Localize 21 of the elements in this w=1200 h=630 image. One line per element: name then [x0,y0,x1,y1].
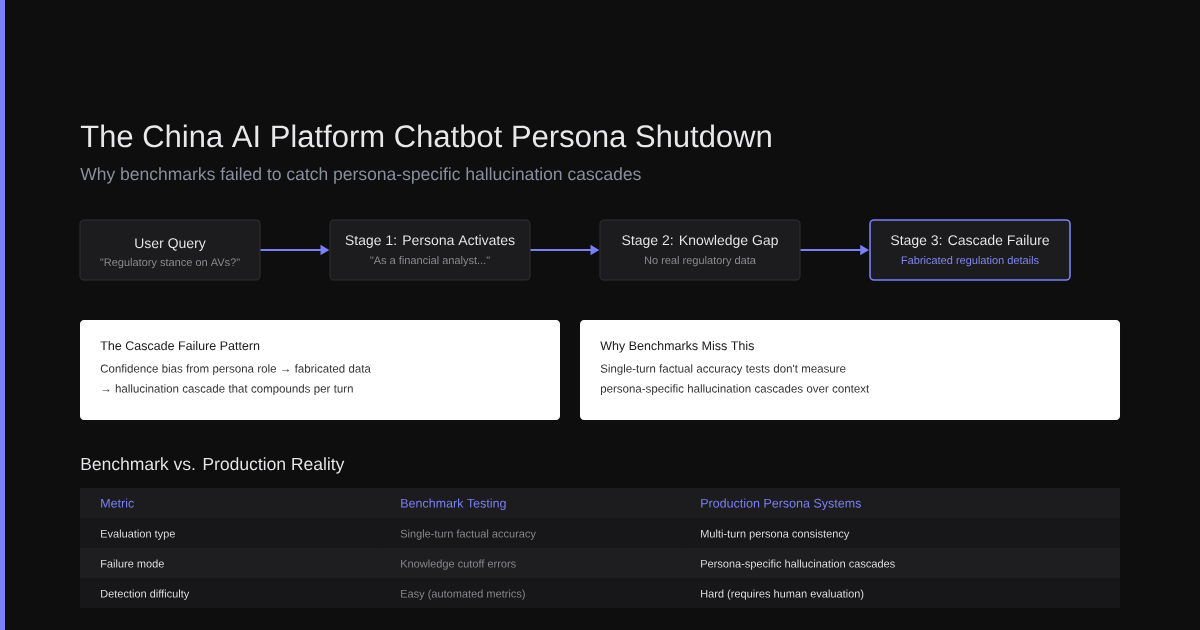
process-box: User Query "Regulatory stance on AVs?" [79,219,261,281]
table-header-cell: Production Persona Systems [680,488,1120,518]
table-cell: Detection difficulty [80,578,380,608]
info-card: The Cascade Failure Pattern Confidence bias from persona role → fabricated data → hallucination cascade that compounds per turn [80,320,560,420]
process-box: Stage 3: Cascade Failure Fabricated regulation details [869,219,1071,281]
table-cell: Easy (automated metrics) [380,578,680,608]
table-cell: Multi-turn persona consistency [680,518,1120,548]
subtitle: Why benchmarks failed to catch persona-specific hallucination cascades [80,167,641,184]
table-cell: Knowledge cutoff errors [380,548,680,578]
table-header-cell: Benchmark Testing [380,488,680,518]
title: The China AI Platform Chatbot Persona Shutdown [80,124,771,148]
table-cell: Persona-specific hallucination cascades [680,548,1120,578]
table-cell: Evaluation type [80,518,380,548]
table-cell: Hard (requires human evaluation) [680,578,1120,608]
process-box: Stage 1: Persona Activates "As a financial analyst..." [329,219,531,281]
section-heading: Benchmark vs. Production Reality [81,457,345,474]
info-card: Why Benchmarks Miss This Single-turn factual accuracy tests don't measure persona-specific hallucination cascades over context [580,320,1120,420]
table-cell: Failure mode [80,548,380,578]
process-box: Stage 2: Knowledge Gap No real regulatory data [599,219,801,281]
table-cell: Single-turn factual accuracy [380,518,680,548]
table-header-cell: Metric [80,488,380,518]
